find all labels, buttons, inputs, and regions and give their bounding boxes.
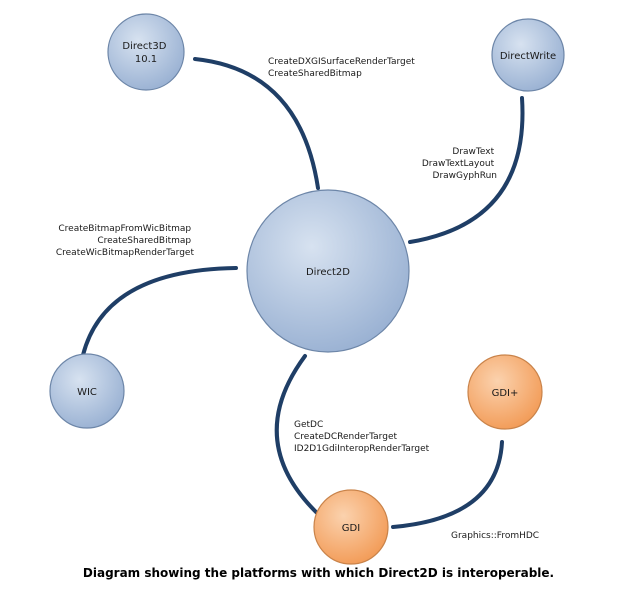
node-gdiplus-circle	[467, 354, 543, 430]
node-gdi: GDI	[313, 489, 389, 565]
node-directwrite-label: DirectWrite	[500, 51, 556, 62]
node-gdi-circle	[313, 489, 389, 565]
node-directwrite-circle	[491, 18, 565, 92]
api-directwrite-1: DrawText	[452, 147, 494, 157]
api-wic-2: CreateSharedBitmap	[97, 236, 191, 246]
api-list-direct3d: CreateDXGISurfaceRenderTarget CreateShar…	[268, 57, 418, 79]
node-direct3d-label-line-2: 10.1	[135, 54, 157, 65]
node-direct3d-label: Direct3D 10.1	[122, 41, 169, 65]
connector-directwrite-direct2d	[408, 96, 525, 244]
node-direct2d: Direct2D	[246, 189, 410, 353]
diagram-caption: Diagram showing the platforms with which…	[82, 566, 555, 580]
node-gdiplus: GDI+	[467, 354, 543, 430]
node-wic-circle	[49, 353, 125, 429]
node-gdiplus-label: GDI+	[492, 388, 519, 399]
api-list-wic: CreateBitmapFromWicBitmap CreateSharedBi…	[56, 224, 195, 258]
node-direct2d-label: Direct2D	[306, 267, 350, 278]
connector-wic-direct2d	[81, 266, 238, 357]
node-direct3d-label-line-1: Direct3D	[122, 41, 166, 52]
node-wic: WIC	[49, 353, 125, 429]
node-directwrite: DirectWrite	[491, 18, 565, 92]
api-wic-1: CreateBitmapFromWicBitmap	[58, 224, 191, 234]
node-wic-label: WIC	[77, 387, 97, 398]
api-direct3d-1: CreateDXGISurfaceRenderTarget	[268, 57, 415, 67]
api-directwrite-3: DrawGyphRun	[433, 171, 497, 181]
api-list-gdi: GetDC CreateDCRenderTarget ID2D1GdiInter…	[294, 420, 430, 454]
api-gdi-2: CreateDCRenderTarget	[294, 432, 397, 442]
api-gdi-1: GetDC	[294, 420, 323, 430]
api-wic-3: CreateWicBitmapRenderTarget	[56, 248, 195, 258]
api-list-directwrite: DrawText DrawTextLayout DrawGyphRun	[422, 147, 497, 181]
connector-direct3d-direct2d	[193, 57, 320, 190]
connector-gdi-gdiplus	[391, 440, 504, 529]
api-direct3d-2: CreateSharedBitmap	[268, 69, 362, 79]
api-gdi-3: ID2D1GdiInteropRenderTarget	[294, 444, 430, 454]
node-direct3d: Direct3D 10.1	[107, 13, 185, 91]
connector-direct2d-gdi	[274, 354, 319, 515]
connector-group	[81, 57, 525, 529]
api-directwrite-2: DrawTextLayout	[422, 159, 495, 169]
node-gdi-label: GDI	[342, 523, 360, 534]
api-gdiplus-1: Graphics::FromHDC	[451, 531, 539, 541]
node-direct3d-circle	[107, 13, 185, 91]
api-list-gdiplus: Graphics::FromHDC	[451, 531, 539, 541]
node-direct2d-circle	[246, 189, 410, 353]
